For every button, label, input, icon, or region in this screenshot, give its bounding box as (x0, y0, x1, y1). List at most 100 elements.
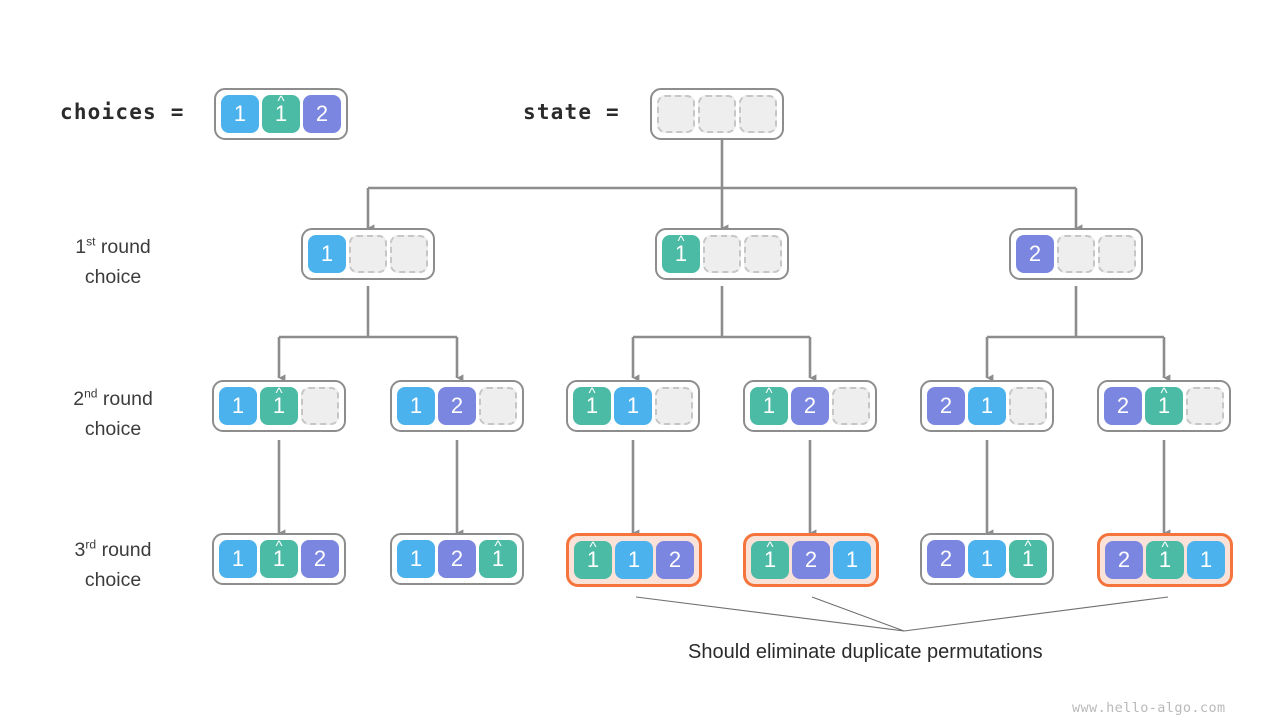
array-cell-value-hat: ^1 (574, 540, 612, 579)
hat-number-glyph: ^1 (586, 540, 600, 572)
array-cell-text: 2 (668, 547, 682, 572)
array-cell-value-hat: ^1 (260, 539, 298, 578)
array-cell-value: 1 (614, 387, 652, 425)
array-cell-empty (657, 95, 695, 133)
array-cell-text: 1 (845, 547, 859, 572)
array-cell-text: 1 (585, 393, 599, 418)
array-cell-text: 2 (1117, 547, 1131, 572)
array-cell-text: 1 (1199, 547, 1213, 572)
array-cell-empty (1098, 235, 1136, 273)
array-cell-value-hat: ^1 (1146, 540, 1184, 579)
array-cell-value: 2 (791, 387, 829, 425)
tree-node: 1 (301, 228, 435, 280)
array-cell-value: 1 (221, 95, 259, 133)
array-cell-text: 1 (1021, 546, 1035, 571)
array-cell-text: 1 (491, 546, 505, 571)
watermark: www.hello-algo.com (1072, 700, 1226, 716)
array-cell-value-hat: ^1 (1009, 539, 1047, 578)
annotation-leader-lines (635, 596, 1169, 632)
row-label-round-1: 1st round choice (28, 233, 198, 292)
hat-number-glyph: ^1 (762, 386, 776, 418)
array-cell-empty (1057, 235, 1095, 273)
array-cell-empty (744, 235, 782, 273)
caret-accent-icon: ^ (588, 385, 596, 402)
array-cell-text: 1 (627, 547, 641, 572)
array-cell-value-hat: ^1 (1145, 385, 1183, 425)
array-cell-empty (655, 387, 693, 425)
array-cell-text: 1 (1157, 393, 1171, 418)
array-cell-text: 1 (409, 393, 423, 418)
row-3-suffix: rd (85, 537, 97, 552)
array-cell-empty (479, 387, 517, 425)
caret-accent-icon: ^ (677, 233, 685, 250)
array-cell-text: 2 (1116, 393, 1130, 418)
array-cell-value-hat: ^1 (573, 386, 611, 425)
array-cell-value: 1 (968, 540, 1006, 578)
hat-number-glyph: ^1 (674, 234, 688, 266)
array-cell-text: 1 (980, 546, 994, 571)
row-1-ordinal: 1 (75, 236, 87, 258)
row-2-line2: choice (84, 417, 142, 440)
row-2-suffix: nd (84, 386, 98, 401)
array-cell-empty (349, 235, 387, 273)
array-cell-text: 1 (320, 241, 334, 266)
array-cell-text: 1 (274, 101, 288, 126)
array-cell-text: 1 (674, 241, 688, 266)
array-cell-text: 2 (450, 546, 464, 571)
array-cell-text: 2 (315, 101, 329, 126)
row-2-ordinal: 2 (73, 388, 85, 410)
tree-node: ^1 2 (743, 380, 877, 432)
array-cell-value: 2 (927, 540, 965, 578)
hat-number-glyph: ^1 (585, 386, 599, 418)
array-cell-text: 2 (803, 393, 817, 418)
array-cell-value: 1 (397, 387, 435, 425)
array-cell-text: 2 (313, 546, 327, 571)
array-cell-text: 1 (762, 393, 776, 418)
row-1-suffix: st (86, 234, 96, 249)
array-cell-text: 2 (939, 393, 953, 418)
array-cell-empty (739, 95, 777, 133)
root-to-level1-connectors (366, 131, 1083, 232)
array-cell-value: 1 (615, 541, 653, 579)
hat-number-glyph: ^1 (1159, 540, 1171, 571)
tree-node: 1 ^1 (212, 380, 346, 432)
array-cell-text: 1 (626, 393, 640, 418)
array-cell-value: 2 (438, 540, 476, 578)
caret-accent-icon: ^ (766, 539, 774, 556)
annotation-caption: Should eliminate duplicate permutations (688, 641, 1043, 663)
array-cell-value: 2 (303, 95, 341, 133)
caret-accent-icon: ^ (765, 385, 773, 402)
hat-number-glyph: ^1 (273, 539, 285, 570)
caret-accent-icon: ^ (275, 385, 283, 402)
caret-accent-icon: ^ (277, 93, 285, 110)
array-cell-text: 1 (231, 393, 245, 418)
row-3-word: round (96, 539, 152, 561)
array-cell-value: 1 (397, 540, 435, 578)
caret-accent-icon: ^ (275, 538, 283, 555)
tree-node: ^1 (655, 228, 789, 280)
array-cell-empty (390, 235, 428, 273)
level2-to-level3-connectors (277, 440, 1171, 537)
hat-number-glyph: ^1 (273, 386, 285, 417)
array-cell-value: 1 (833, 541, 871, 579)
array-cell-value: 1 (219, 387, 257, 425)
array-cell-value: 2 (1016, 235, 1054, 273)
caret-accent-icon: ^ (1160, 385, 1168, 402)
hat-number-glyph: ^1 (274, 94, 288, 126)
state-label: state = (523, 100, 620, 124)
tree-node-duplicate-highlight: 2 ^1 1 (1097, 533, 1233, 587)
hat-number-glyph: ^1 (1021, 539, 1035, 571)
row-3-line2: choice (84, 568, 142, 591)
array-cell-empty (1009, 387, 1047, 425)
array-cell-text: 2 (939, 546, 953, 571)
array-cell-text: 1 (586, 547, 600, 572)
state-array (650, 88, 784, 140)
array-cell-empty (703, 235, 741, 273)
array-cell-value: 2 (438, 387, 476, 425)
